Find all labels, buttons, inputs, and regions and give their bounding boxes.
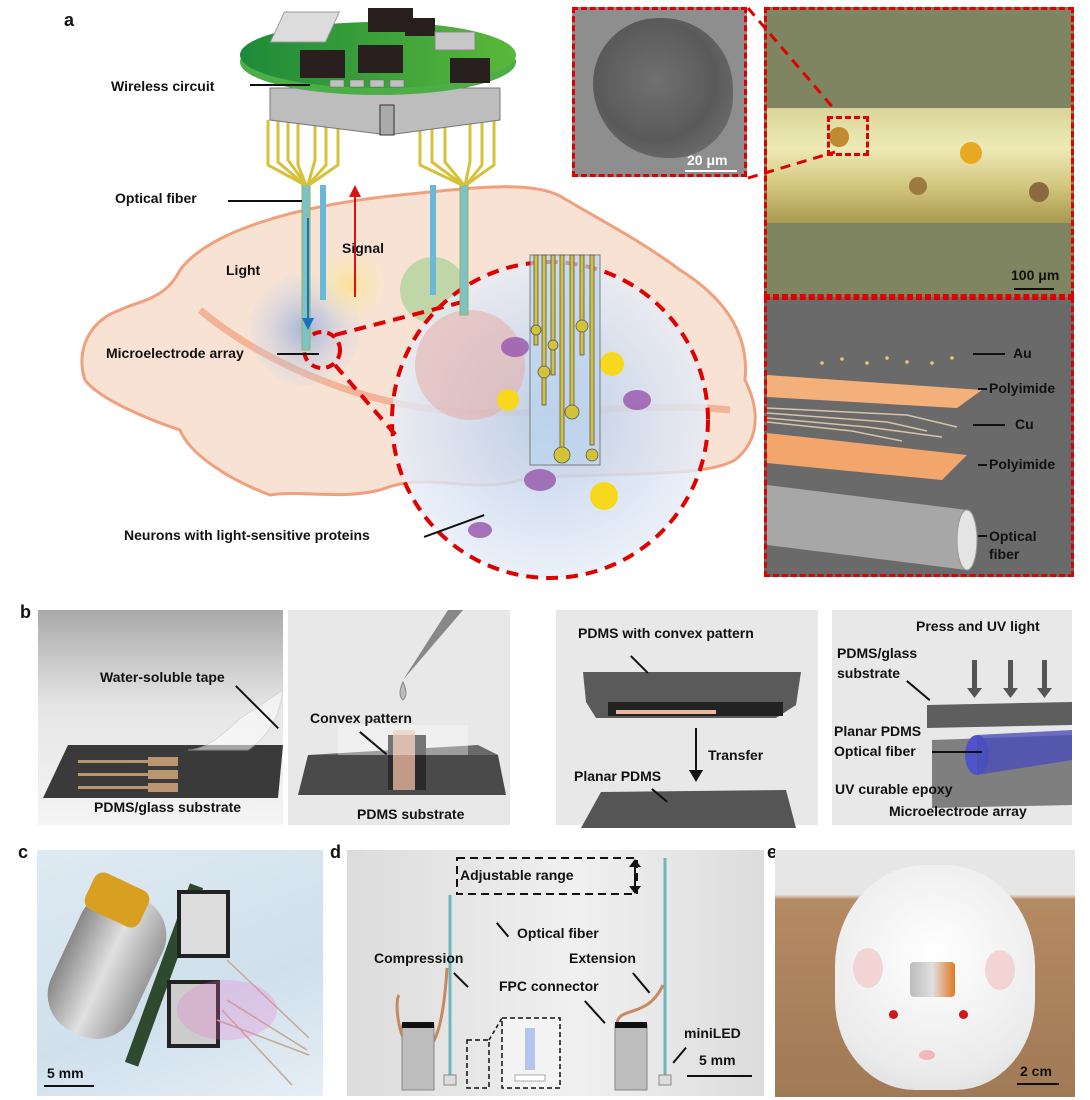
step-4-label-fiber: Optical fiber xyxy=(834,743,916,759)
transfer-arrow xyxy=(689,728,703,782)
layer-label-au: Au xyxy=(1013,345,1032,361)
layer-label-optical-fiber: Optical fiber xyxy=(989,527,1059,563)
panel-d-letter: d xyxy=(330,842,341,862)
sem-scale-bar xyxy=(685,170,737,172)
implanted-device xyxy=(910,962,955,997)
panel-a-letter: a xyxy=(64,10,75,30)
rat-ear-right xyxy=(985,950,1015,990)
label-d-optical-fiber: Optical fiber xyxy=(517,925,599,941)
polyimide-top xyxy=(767,375,982,408)
step-4-label-planar: Planar PDMS xyxy=(834,723,922,739)
step-3-label-planar: Planar PDMS xyxy=(574,768,662,784)
fiber-adjust-render: Adjustable range Optical fiber Compressi… xyxy=(347,850,764,1096)
layer-diagram xyxy=(764,297,1074,577)
e-scale-label: 2 cm xyxy=(1020,1063,1052,1079)
polyimide-bottom xyxy=(767,433,967,480)
rat-ear-left xyxy=(853,948,883,988)
step-1-label-tape: Water-soluble tape xyxy=(100,669,225,685)
label-optical-fiber: Optical fiber xyxy=(115,190,197,206)
micrograph-scale-label: 100 μm xyxy=(1011,267,1060,283)
step-4-label-glass: PDMS/glass substrate xyxy=(837,643,917,683)
e-scale-bar xyxy=(1017,1083,1059,1085)
water-soluble-tape xyxy=(187,688,284,751)
rat-eye-right xyxy=(959,1010,968,1019)
label-compression: Compression xyxy=(374,950,464,966)
leader-wireless-circuit xyxy=(250,84,310,86)
fibers xyxy=(177,959,310,1086)
optical-fiber-layer xyxy=(767,485,973,570)
micrograph: 100 μm xyxy=(764,7,1074,297)
pipette-tip xyxy=(403,610,463,680)
signal-arrow xyxy=(349,185,361,297)
layer-label-polyimide-2: Polyimide xyxy=(989,456,1056,472)
step-4-image: Press and UV light PDMS/glass substrate … xyxy=(832,610,1072,825)
micrograph-roi xyxy=(827,116,869,156)
double-arrow xyxy=(629,859,641,894)
label-miniled: miniLED xyxy=(684,1025,741,1041)
droplet xyxy=(399,680,407,701)
step-4-label-mea: Microelectrode array xyxy=(889,803,1027,819)
sem-particle xyxy=(593,18,733,158)
glass-plate xyxy=(927,702,1072,728)
step-4-label-glass-text: PDMS/glass substrate xyxy=(837,645,918,681)
label-neurons: Neurons with light-sensitive proteins xyxy=(124,527,370,543)
step-3-image: PDMS with convex pattern Transfer Planar… xyxy=(556,610,818,828)
yellow-spot xyxy=(310,245,390,325)
inset-connector-lines xyxy=(746,7,837,180)
layer-label-optical-fiber-text: Optical fiber xyxy=(989,528,1037,562)
label-signal: Signal xyxy=(342,240,385,256)
leader-microelectrode-array xyxy=(277,353,319,355)
fpc-left xyxy=(401,1024,435,1091)
step-2-image: Convex pattern PDMS substrate xyxy=(288,610,510,825)
step-3-label-pdms-convex: PDMS with convex pattern xyxy=(578,625,754,641)
panel-e-letter: e xyxy=(767,842,778,862)
press-arrows xyxy=(967,660,1052,698)
purple-neurons xyxy=(468,337,651,538)
rat-photo: 2 cm xyxy=(775,850,1075,1097)
light-arrow xyxy=(302,218,314,330)
electrode-cylinder xyxy=(529,254,601,466)
layer-label-polyimide-1: Polyimide xyxy=(989,380,1056,396)
step-2-label-convex: Convex pattern xyxy=(310,710,412,726)
planar-pdms-block xyxy=(581,790,796,828)
rat-nose xyxy=(919,1050,935,1060)
panel-c-letter: c xyxy=(18,842,29,862)
d-scale-bar xyxy=(687,1075,752,1077)
adjustable-range-box xyxy=(456,857,638,895)
panel-a-illustration xyxy=(80,8,757,580)
label-extension: Extension xyxy=(569,950,636,966)
photo-c-scale-label: 5 mm xyxy=(47,1065,84,1081)
step-1-label-substrate: PDMS/glass substrate xyxy=(94,799,242,815)
micrograph-scale-bar xyxy=(1014,288,1054,290)
step-4-label-press: Press and UV light xyxy=(916,618,1040,634)
device-photo: 5 mm xyxy=(34,850,323,1096)
label-adjustable-range: Adjustable range xyxy=(460,867,574,883)
leader-optical-fiber xyxy=(228,200,302,202)
panel-b-letter: b xyxy=(20,602,31,622)
activated-neurons xyxy=(497,352,624,510)
step-2-label-substrate: PDMS substrate xyxy=(357,806,465,822)
label-wireless-circuit: Wireless circuit xyxy=(111,78,215,94)
step-3-label-transfer: Transfer xyxy=(708,747,764,763)
label-fpc-connector: FPC connector xyxy=(499,978,599,994)
step-4-label-epoxy: UV curable epoxy xyxy=(835,781,953,797)
sem-inset: 20 μm xyxy=(572,7,747,177)
label-microelectrode-array: Microelectrode array xyxy=(106,345,244,361)
micrograph-probe xyxy=(767,108,1071,223)
fpc-right xyxy=(614,1024,648,1091)
flex-traces xyxy=(266,120,496,187)
rat-eye-left xyxy=(889,1010,898,1019)
sem-scale-label: 20 μm xyxy=(687,152,728,168)
label-light: Light xyxy=(226,262,261,278)
d-scale-label: 5 mm xyxy=(699,1052,736,1068)
zoom-small-box xyxy=(466,1039,490,1089)
photo-c-scale-bar xyxy=(44,1085,94,1087)
layer-label-cu: Cu xyxy=(1015,416,1034,432)
wireless-circuit-pcb xyxy=(240,8,516,136)
step-1-image: Water-soluble tape PDMS/glass substrate xyxy=(38,610,284,825)
